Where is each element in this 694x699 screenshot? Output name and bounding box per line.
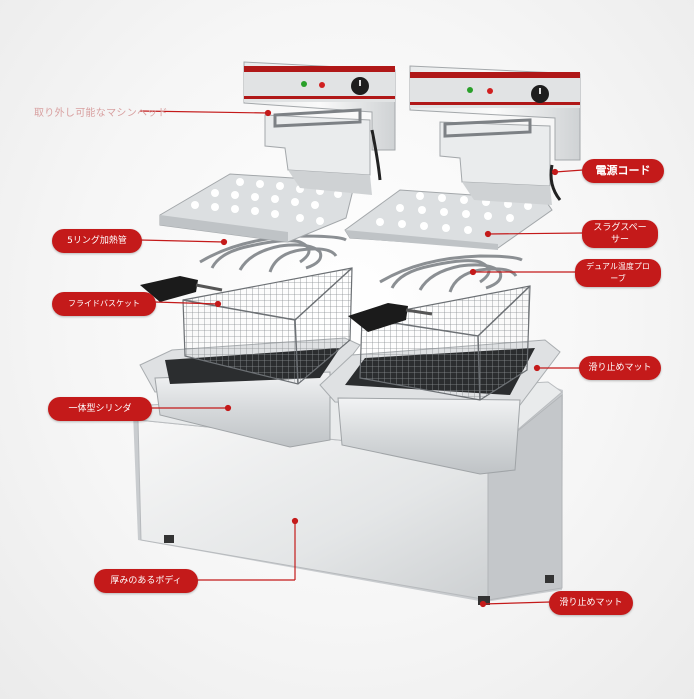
fry-basket-left (140, 267, 353, 385)
machine-head-left (243, 61, 396, 195)
machine-head-right (409, 65, 581, 205)
label-fry-basket: フライドバスケット (52, 292, 156, 316)
label-cylinder: 一体型シリンダ (48, 397, 152, 421)
label-slag-spacer: スラグスペーサー (582, 220, 658, 248)
indicator-light-icon (487, 88, 493, 94)
leader-lines (139, 109, 584, 608)
heating-element-right (379, 254, 523, 293)
label-heating-tube: 5リング加熱管 (52, 229, 142, 253)
label-temp-probe: デュアル温度プローブ (575, 259, 661, 287)
label-machine-head: 取り外し可能なマシンヘッド (34, 108, 168, 119)
indicator-light-icon (301, 81, 307, 87)
indicator-light-icon (467, 87, 473, 93)
fry-basket-right (348, 285, 531, 401)
label-non-slip-mat-top: 滑り止めマット (579, 356, 661, 380)
indicator-light-icon (319, 82, 325, 88)
label-power-cord: 電源コード (582, 159, 664, 183)
label-body: 厚みのあるボディ (94, 569, 198, 593)
label-non-slip-mat-bottom: 滑り止めマット (549, 591, 633, 615)
